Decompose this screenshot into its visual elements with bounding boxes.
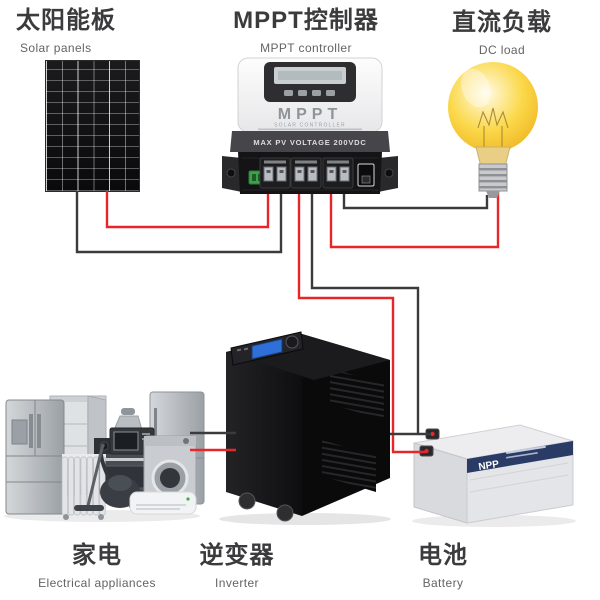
mppt-controller-subtitle: MPPT controller [260,41,352,56]
french-door-fridge [5,399,65,515]
inverter-label: 逆变器 Inverter [167,542,307,591]
mppt-rj45-port [357,163,375,187]
dc-load-title: 直流负载 [452,9,552,36]
mppt-microtext-line [258,128,362,131]
terminal-block-pv [259,157,291,189]
appliances-label: 家电 Electrical appliances [27,542,167,591]
inverter-dial [285,335,299,349]
mppt-type-text: SOLAR CONTROLLER [274,123,346,129]
battery-label: 电池 Battery [373,542,513,591]
battery-title: 电池 [418,542,468,569]
inverter-image [219,331,391,525]
battery-image: NPP [412,424,576,527]
wire-battery-positive [297,186,395,452]
inverter-caster-right [276,504,294,522]
mppt-display-panel [264,62,356,102]
air-conditioner-unit [129,491,197,515]
mppt-controller-title: MPPT控制器 [233,7,379,34]
inverter-vent-lower [322,440,376,492]
mppt-terminal-blocks [259,157,354,189]
wire-battery-negative [310,186,420,434]
inverter-lcd [251,338,283,360]
battery-brand-text: NPP [478,459,500,473]
wire-pv-negative [75,186,283,254]
microwave [109,427,155,455]
appliances-title: 家电 [72,542,122,569]
radiator-heater [61,454,106,520]
inverter-caster-left [238,492,256,510]
clothes-iron [113,408,143,431]
mppt-controller-image: MPPT SOLAR CONTROLLER MAX PV VOLTAGE 200… [222,57,398,194]
inverter-display-panel [230,331,304,366]
mppt-controller-label: MPPT控制器 MPPT controller [216,7,396,56]
bulb-glass [448,62,538,152]
inverter-vent-upper [330,368,384,420]
wire-load-negative [342,186,489,210]
dc-load-subtitle: DC load [478,43,526,58]
solar-panels-subtitle: Solar panels [20,41,92,56]
bulb-base-tip [486,191,500,198]
inverter-shadow [219,513,391,525]
inverter-front-face [226,334,302,516]
mppt-rating-text: MAX PV VOLTAGE 200VDC [253,138,366,147]
battery-terminals [419,428,440,457]
inverter-title: 逆变器 [199,542,275,569]
solar-panels-label: 太阳能板 Solar panels [16,7,116,56]
bulb-filament [477,107,509,148]
terminal-block-battery [290,157,322,189]
mppt-logo-text: MPPT [278,106,342,123]
solar-panels-title: 太阳能板 [16,7,116,34]
bulb-highlight [461,68,491,108]
light-bulb-image [448,62,538,198]
terminal-block-load [322,157,354,189]
solar-panel-image [45,60,140,192]
wire-load-positive [329,186,500,249]
wires [75,186,500,454]
wire-pv-positive [105,186,270,229]
appliances-subtitle: Electrical appliances [38,576,156,591]
battery-brand-strip [467,441,573,473]
bulb-screw-base [478,163,508,192]
dc-load-label: 直流负载 DC load [432,9,572,58]
appliances-image [4,391,205,522]
battery-subtitle: Battery [422,576,464,591]
mppt-rating-band [230,131,390,152]
inverter-subtitle: Inverter [215,576,259,591]
mppt-buttons [284,90,335,96]
